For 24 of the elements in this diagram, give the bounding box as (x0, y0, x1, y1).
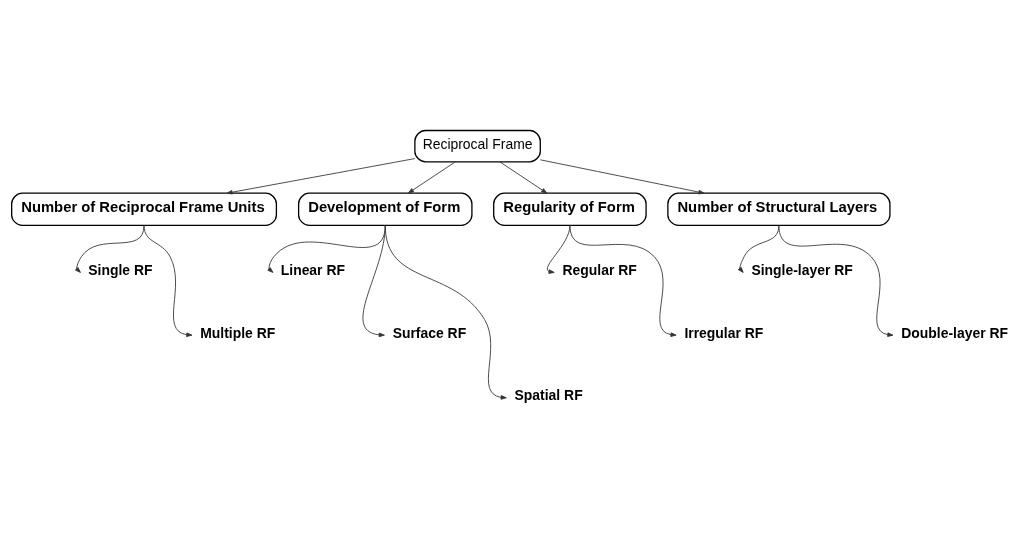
arrow (539, 158, 705, 194)
node-text: Single RF (88, 261, 153, 278)
node-text: Regular RF (562, 261, 637, 278)
node-text: Surface RF (392, 324, 467, 341)
arrow (384, 224, 507, 400)
node-text: Irregular RF (684, 324, 764, 341)
node-text: Linear RF (280, 261, 345, 278)
arrow (778, 224, 894, 337)
node-text: Multiple RF (200, 324, 276, 341)
arrow (75, 224, 145, 273)
node-box: Number of Structural Layers (667, 192, 891, 226)
node-box: Development of Form (297, 192, 473, 226)
arrow (569, 224, 677, 337)
node-text: Single-layer RF (751, 261, 853, 278)
node-box: Regularity of Form (493, 192, 647, 226)
arrow (499, 160, 548, 193)
node-box: Reciprocal Frame (414, 129, 541, 162)
arrow (407, 160, 456, 193)
node-text: Spatial RF (514, 386, 583, 403)
node-text: Double-layer RF (901, 324, 1009, 341)
arrow (267, 224, 386, 273)
arrow (226, 157, 416, 194)
arrow (143, 224, 193, 337)
node-box: Number of Reciprocal Frame Units (11, 192, 278, 226)
